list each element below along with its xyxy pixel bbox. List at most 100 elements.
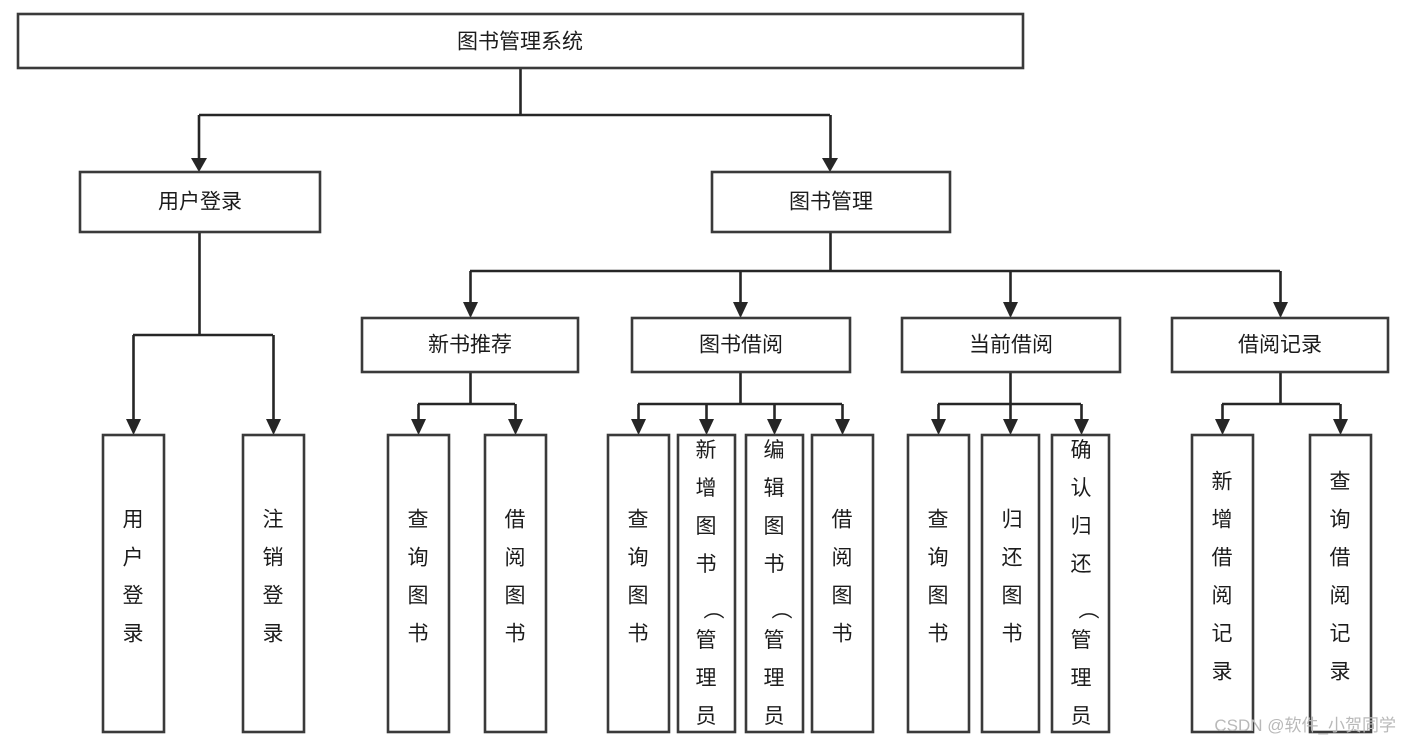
arrow-head-query-book-3 — [931, 419, 946, 435]
label-glyph: 新 — [696, 439, 717, 462]
label-glyph: 书 — [696, 553, 717, 576]
label-glyph: 借 — [832, 509, 853, 532]
node-leaf-borrow-book-2[interactable] — [810, 433, 875, 734]
arrow-head-confirm-return — [1074, 419, 1089, 435]
node-leaf-query-book-2[interactable] — [606, 433, 671, 734]
node-box-leaf-user-login[interactable] — [101, 433, 166, 734]
node-box-bookmgmt[interactable] — [710, 170, 952, 234]
node-box-leaf-confirm-return[interactable] — [1050, 433, 1111, 734]
label-glyph: 管 — [1071, 629, 1092, 652]
node-bookmgmt[interactable]: 图书管理 — [710, 170, 952, 234]
node-leaf-logout[interactable] — [241, 433, 306, 734]
label-glyph: 书 — [928, 623, 949, 646]
arrow-head-query-record — [1333, 419, 1348, 435]
label-glyph: 询 — [1330, 509, 1351, 532]
label-glyph: 登 — [123, 585, 144, 608]
node-box-record[interactable] — [1170, 316, 1390, 374]
label-glyph: 录 — [1212, 661, 1233, 684]
node-box-leaf-add-record[interactable] — [1190, 433, 1255, 734]
label-glyph: 还 — [1002, 547, 1023, 570]
node-leaf-borrow-book-1[interactable] — [483, 433, 548, 734]
arrow-head-current — [1003, 302, 1018, 318]
label-glyph: 查 — [408, 509, 429, 532]
arrow-head-borrow — [733, 302, 748, 318]
label-glyph: 图 — [628, 585, 649, 608]
label-glyph: 户 — [123, 547, 144, 570]
label-glyph: 询 — [928, 547, 949, 570]
label-glyph: 理 — [696, 667, 717, 690]
label-glyph: 销 — [263, 547, 284, 570]
node-box-leaf-query-book-2[interactable] — [606, 433, 671, 734]
label-glyph: 书 — [832, 623, 853, 646]
label-glyph: 辑 — [764, 477, 785, 500]
node-leaf-add-book[interactable] — [676, 433, 737, 734]
node-box-leaf-borrow-book-1[interactable] — [483, 433, 548, 734]
node-label-root: 图书管理系统 — [457, 31, 583, 54]
node-box-newbook[interactable] — [360, 316, 580, 374]
label-glyph: 注 — [263, 509, 284, 532]
node-box-leaf-query-book-1[interactable] — [386, 433, 451, 734]
node-box-leaf-return-book[interactable] — [980, 433, 1041, 734]
arrow-head-login — [191, 158, 207, 172]
node-leaf-query-record[interactable] — [1308, 433, 1373, 734]
node-leaf-confirm-return[interactable] — [1050, 433, 1111, 734]
label-glyph: 图 — [408, 585, 429, 608]
arrow-head-newbook — [463, 302, 478, 318]
label-glyph: 录 — [123, 623, 144, 646]
node-box-leaf-add-book[interactable] — [676, 433, 737, 734]
label-glyph: 员 — [1071, 705, 1092, 728]
node-box-current[interactable] — [900, 316, 1122, 374]
label-glyph: 查 — [1330, 471, 1351, 494]
label-glyph: 阅 — [1212, 585, 1233, 608]
label-glyph: 认 — [1071, 477, 1092, 500]
node-box-leaf-edit-book[interactable] — [744, 433, 805, 734]
node-leaf-query-book-1[interactable] — [386, 433, 451, 734]
arrow-head-add-book — [699, 419, 714, 435]
node-box-root[interactable] — [16, 12, 1025, 70]
label-glyph: 阅 — [832, 547, 853, 570]
arrow-head-borrow-book-1 — [508, 419, 523, 435]
label-glyph: 阅 — [1330, 585, 1351, 608]
arrow-head-logout — [266, 419, 281, 435]
label-glyph: 图 — [928, 585, 949, 608]
node-box-login[interactable] — [78, 170, 322, 234]
node-current[interactable]: 当前借阅 — [900, 316, 1122, 374]
node-leaf-edit-book[interactable] — [744, 433, 805, 734]
node-label-leaf-user-login: 用户登录 — [123, 509, 144, 646]
arrow-head-query-book-1 — [411, 419, 426, 435]
watermark: CSDN @软件_小贺同学 — [1214, 716, 1396, 735]
label-glyph: 图 — [696, 515, 717, 538]
node-record[interactable]: 借阅记录 — [1170, 316, 1390, 374]
node-leaf-user-login[interactable] — [101, 433, 166, 734]
label-glyph: 书 — [408, 623, 429, 646]
node-leaf-add-record[interactable] — [1190, 433, 1255, 734]
node-leaf-return-book[interactable] — [980, 433, 1041, 734]
label-glyph: 图 — [764, 515, 785, 538]
node-box-leaf-borrow-book-2[interactable] — [810, 433, 875, 734]
node-login[interactable]: 用户登录 — [78, 170, 322, 234]
node-leaf-query-book-3[interactable] — [906, 433, 971, 734]
node-box-leaf-query-book-3[interactable] — [906, 433, 971, 734]
label-glyph: 查 — [928, 509, 949, 532]
arrow-head-edit-book — [767, 419, 782, 435]
node-box-leaf-query-record[interactable] — [1308, 433, 1373, 734]
arrow-head-add-record — [1215, 419, 1230, 435]
node-root[interactable]: 图书管理系统 — [16, 12, 1025, 70]
node-box-borrow[interactable] — [630, 316, 852, 374]
label-glyph: 录 — [263, 623, 284, 646]
label-glyph: 员 — [764, 705, 785, 728]
label-glyph: （ — [701, 599, 724, 620]
label-glyph: 询 — [628, 547, 649, 570]
node-label-record: 借阅记录 — [1238, 334, 1322, 357]
node-newbook[interactable]: 新书推荐 — [360, 316, 580, 374]
node-label-borrow: 图书借阅 — [699, 334, 783, 357]
node-borrow[interactable]: 图书借阅 — [630, 316, 852, 374]
node-box-leaf-logout[interactable] — [241, 433, 306, 734]
